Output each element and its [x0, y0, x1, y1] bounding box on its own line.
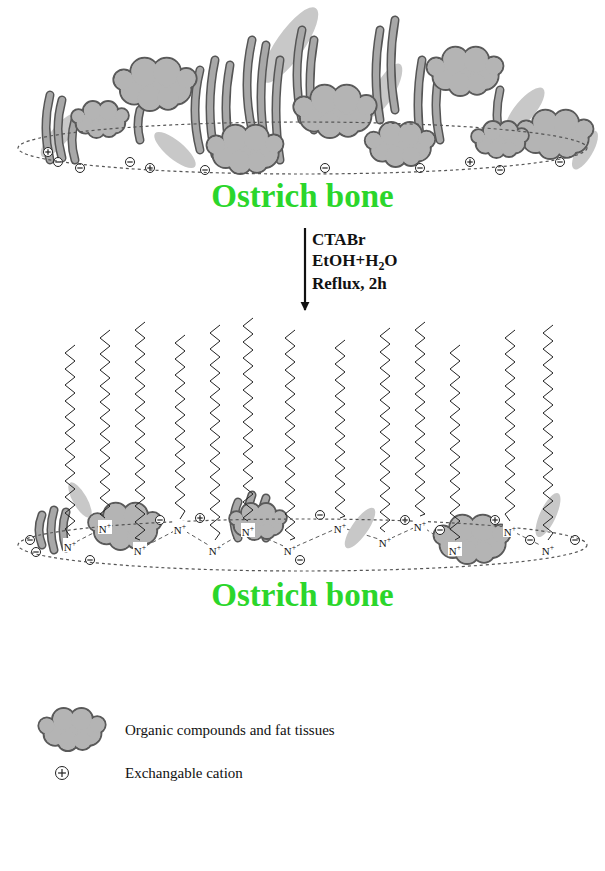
- bone-label: Ostrich bone: [15, 178, 590, 215]
- ammonium-head: N+: [333, 520, 347, 535]
- fat-cloud: [71, 101, 129, 138]
- fiber-rod: [138, 110, 140, 140]
- anion-symbol: [156, 516, 165, 525]
- fiber-rod: [51, 510, 54, 550]
- reaction-arrow: [304, 228, 306, 310]
- bone-label: Ostrich bone: [15, 577, 590, 614]
- ammonium-head: N+: [378, 534, 392, 549]
- fiber-rod: [51, 510, 54, 550]
- cation-symbol: [401, 516, 410, 525]
- cation-symbol: [44, 148, 53, 157]
- fat-cloud: [471, 121, 529, 158]
- ammonium-head: N+: [413, 518, 427, 533]
- anion-symbol: [86, 556, 95, 565]
- fiber-rod: [391, 20, 395, 110]
- bone-ellipse: [18, 519, 587, 571]
- alkyl-chain: [65, 345, 75, 536]
- fiber-rod: [247, 40, 252, 130]
- fat-cloud: [88, 503, 162, 550]
- fat-cloud: [38, 708, 105, 751]
- reaction-condition: EtOH+H2O: [312, 251, 398, 274]
- ammonium-head: N+: [241, 523, 255, 538]
- cation-symbol: [466, 158, 475, 167]
- fat-cloud: [229, 503, 287, 540]
- legend-text: Exchangable cation: [125, 765, 243, 782]
- alkyl-chain: [135, 322, 145, 540]
- alkyl-chain: [335, 340, 345, 518]
- bone-ellipse: [18, 122, 587, 174]
- cation-symbol: [491, 516, 500, 525]
- fiber-rod: [72, 120, 75, 160]
- anion-symbol: [526, 536, 535, 545]
- legend-text: Organic compounds and fat tissues: [125, 722, 335, 739]
- ammonium-head: N+: [503, 523, 517, 538]
- fat-cloud: [365, 122, 435, 167]
- anion-symbol: [201, 166, 210, 175]
- alkyl-chain: [380, 328, 390, 532]
- ammonium-head: N+: [173, 521, 187, 536]
- alkyl-chain: [175, 335, 185, 519]
- fat-cloud: [434, 515, 511, 564]
- fiber-rod: [247, 40, 252, 130]
- fat-cloud: [293, 85, 376, 138]
- cation-symbol: [56, 767, 69, 780]
- fiber-rod: [391, 20, 395, 110]
- alkyl-chain: [243, 318, 253, 521]
- alkyl-chain: [210, 325, 220, 540]
- alkyl-chain: [415, 322, 425, 516]
- fiber-rod: [72, 120, 75, 160]
- alkyl-chain: [285, 330, 295, 540]
- anion-symbol: [416, 164, 425, 173]
- fiber-rod: [138, 110, 140, 140]
- cation-symbol: [146, 164, 155, 173]
- anion-symbol: [76, 164, 85, 173]
- anion-symbol: [321, 164, 330, 173]
- bone-surface: Ostrich bone: [15, 0, 590, 226]
- bone-surface: Ostrich bone: [15, 312, 590, 622]
- organic-blob: [340, 504, 381, 552]
- fiber-rod: [58, 100, 62, 158]
- fat-cloud: [427, 47, 504, 96]
- alkyl-chain: [100, 330, 110, 518]
- fat-cloud: [113, 58, 196, 111]
- alkyl-chain: [505, 330, 515, 521]
- reagent-label: CTABr: [312, 230, 366, 250]
- anion-symbol: [296, 556, 305, 565]
- anion-symbol: [436, 526, 445, 535]
- fiber-rod: [39, 515, 42, 545]
- fiber-rod: [39, 515, 42, 545]
- anion-symbol: [316, 511, 325, 520]
- ammonium-head: N+: [283, 542, 297, 557]
- fiber-rod: [58, 100, 62, 158]
- reaction-condition: Reflux, 2h: [312, 274, 387, 294]
- bone-outline: [15, 312, 590, 622]
- alkyl-chain: [543, 325, 553, 540]
- ammonium-head: N+: [133, 542, 147, 557]
- ammonium-head: N+: [541, 542, 555, 557]
- anion-symbol: [126, 158, 135, 167]
- ammonium-head: N+: [448, 542, 462, 557]
- ammonium-head: N+: [208, 542, 222, 557]
- ammonium-head: N+: [98, 520, 112, 535]
- fat-cloud: [207, 125, 284, 174]
- alkyl-chain: [450, 345, 460, 540]
- ammonium-head: N+: [63, 538, 77, 553]
